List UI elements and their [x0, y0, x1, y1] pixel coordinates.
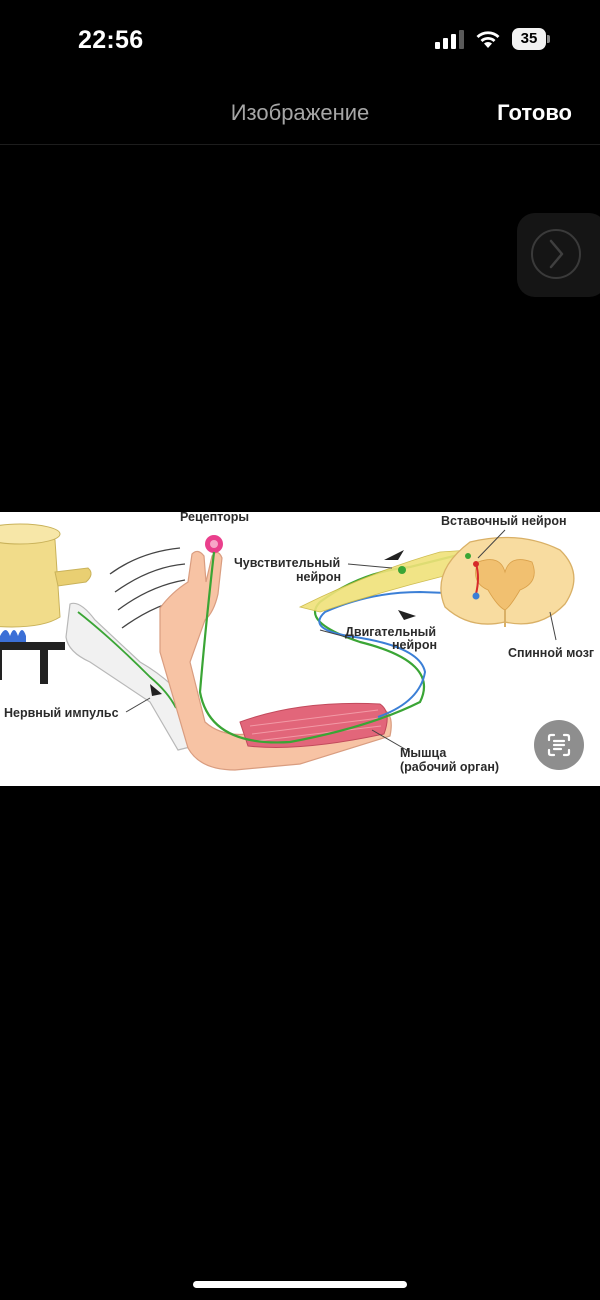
- pot-illustration: [0, 523, 92, 684]
- motor-path: [318, 590, 476, 718]
- label-motor-line1: Двигательный: [345, 625, 436, 639]
- label-muscle-line1: Мышца: [400, 746, 447, 760]
- label-receptors: Рецепторы: [180, 512, 249, 524]
- status-icons: 35: [434, 28, 550, 50]
- muscle: [239, 702, 388, 748]
- label-muscle-line2: (рабочий орган): [400, 760, 499, 774]
- battery-icon: 35: [512, 28, 550, 50]
- chevron-right-icon: [549, 239, 564, 269]
- spinal-cord: [440, 536, 575, 627]
- home-indicator[interactable]: [193, 1281, 407, 1288]
- label-spinal-cord: Спинной мозг: [508, 646, 594, 660]
- nav-title: Изображение: [230, 100, 370, 125]
- done-button[interactable]: Готово: [497, 100, 572, 125]
- arm: [159, 550, 392, 771]
- status-time: 22:56: [78, 26, 144, 54]
- reflex-arc-illustration: Рецепторы Вставочный нейрон Чувствительн…: [0, 512, 594, 774]
- label-interneuron: Вставочный нейрон: [441, 514, 567, 528]
- label-motor-line2: нейрон: [392, 638, 437, 652]
- label-nerve-impulse: Нервный импульс: [4, 706, 119, 720]
- nav-bar: Изображение Готово: [0, 82, 600, 145]
- live-text-icon: [547, 733, 571, 757]
- battery-level: 35: [520, 30, 538, 47]
- label-sensory-line2: нейрон: [296, 570, 341, 584]
- reflex-arc-image: Рецепторы Вставочный нейрон Чувствительн…: [0, 512, 600, 786]
- label-sensory-line1: Чувствительный: [234, 556, 340, 570]
- live-text-button[interactable]: [534, 720, 584, 770]
- wifi-icon: [476, 31, 500, 48]
- next-image-button[interactable]: [517, 213, 600, 297]
- signal-icon: [435, 30, 464, 49]
- status-bar: 22:56 35: [0, 0, 600, 82]
